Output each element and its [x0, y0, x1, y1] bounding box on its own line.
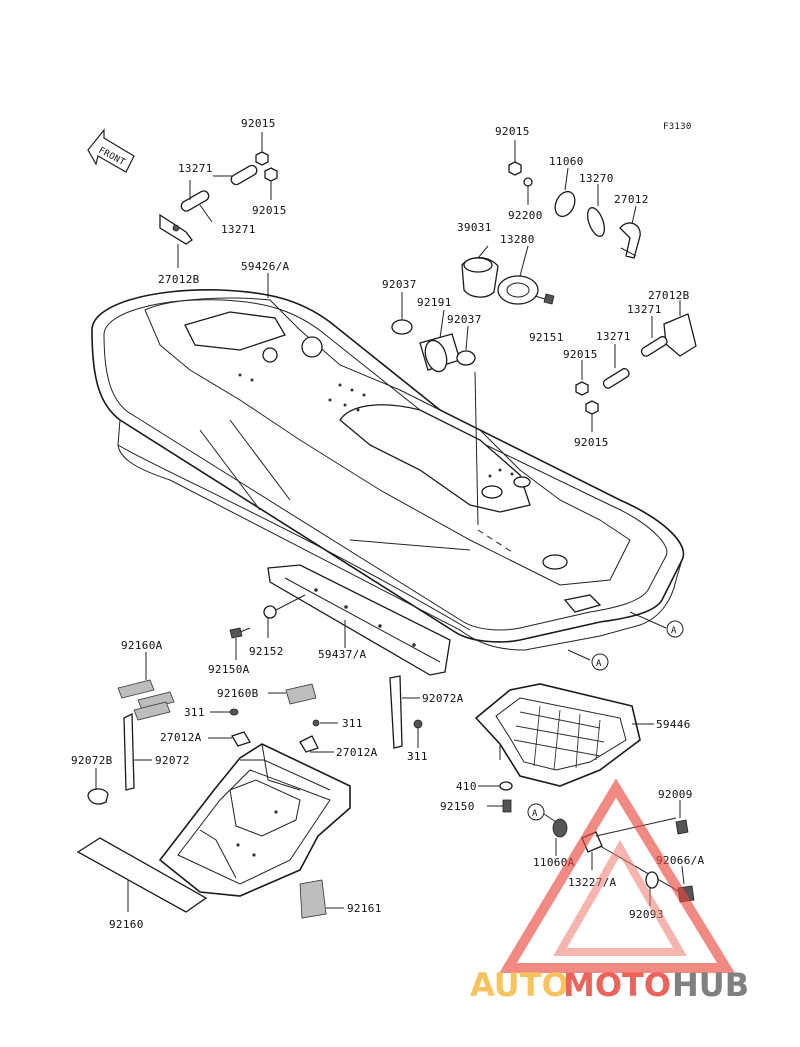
- nut-92015-lower: [264, 167, 278, 182]
- strap-13271-right-b: [602, 368, 630, 389]
- label-92160b: 92160B: [217, 687, 259, 700]
- label-59426a: 59426/A: [241, 260, 290, 273]
- label-410: 410: [456, 780, 477, 793]
- label-39031: 39031: [457, 221, 492, 234]
- watermark-auto: AUTO: [470, 966, 569, 1004]
- label-92160a: 92160A: [121, 639, 163, 652]
- hull-deck-59426a: [91, 289, 685, 651]
- strap-92072: [123, 712, 152, 791]
- ref-a: A: [532, 809, 538, 819]
- watermark-logo-icon: [499, 778, 735, 973]
- label-311: 311: [342, 717, 363, 730]
- decal-92161: [299, 879, 344, 919]
- strap-13271-lower: [180, 190, 210, 212]
- label-92160: 92160: [109, 918, 144, 931]
- intake-grate-59446: [474, 683, 654, 813]
- decal-92160a: [117, 652, 175, 721]
- top-right-parts: [391, 140, 697, 432]
- figure-code: F3130: [663, 122, 692, 132]
- label-13271: 13271: [221, 223, 256, 236]
- ref-a: A: [596, 659, 602, 669]
- label-92200: 92200: [508, 209, 543, 222]
- label-92037: 92037: [447, 313, 482, 326]
- label-27012b: 27012B: [158, 273, 200, 286]
- bracket-27012: [619, 222, 641, 259]
- bracket-27012b-right: [663, 313, 697, 357]
- label-59437a: 59437/A: [318, 648, 367, 661]
- label-92015: 92015: [495, 125, 530, 138]
- label-27012: 27012: [614, 193, 649, 206]
- label-13271: 13271: [178, 162, 213, 175]
- clamp-92037-a: [391, 319, 413, 335]
- plate-13270: [587, 207, 605, 237]
- ref-marker-a-1: A: [629, 611, 684, 638]
- ref-marker-a-2: A: [567, 649, 609, 671]
- label-13280: 13280: [500, 233, 535, 246]
- nut-92015-upper: [255, 151, 269, 166]
- clamp-92037-b: [456, 350, 476, 366]
- label-59446: 59446: [656, 718, 691, 731]
- washer-92200: [523, 177, 533, 187]
- label-92009: 92009: [658, 788, 693, 801]
- label-92161: 92161: [347, 902, 382, 915]
- label-13271: 13271: [627, 303, 662, 316]
- label-92152: 92152: [249, 645, 284, 658]
- label-92151: 92151: [529, 331, 564, 344]
- label-13227a: 13227/A: [568, 876, 617, 889]
- top-left-fastener-group: [159, 132, 278, 268]
- storage-tray: [158, 743, 351, 897]
- label-27012b: 27012B: [648, 289, 690, 302]
- strap-13271-right-a: [640, 336, 668, 357]
- strap-13271-upper: [230, 164, 258, 186]
- label-27012a: 27012A: [336, 746, 378, 759]
- label-92150a: 92150A: [208, 663, 250, 676]
- decal-92160b: [268, 683, 317, 705]
- grommet-11060: [554, 190, 576, 218]
- mat-92160: [76, 837, 208, 913]
- label-92015: 92015: [563, 348, 598, 361]
- front-arrow-icon: FRONT: [87, 128, 135, 173]
- label-13271: 13271: [596, 330, 631, 343]
- label-92015: 92015: [252, 204, 287, 217]
- label-92015: 92015: [574, 436, 609, 449]
- label-92015: 92015: [241, 117, 276, 130]
- automotohub-watermark: AUTO MOTO HUB: [470, 778, 749, 1004]
- label-92191: 92191: [417, 296, 452, 309]
- nut-92015-right-a: [575, 381, 589, 396]
- label-311: 311: [407, 750, 428, 763]
- label-311: 311: [184, 706, 205, 719]
- label-92072: 92072: [155, 754, 190, 767]
- label-27012a: 27012A: [160, 731, 202, 744]
- strap-92072a: [389, 675, 423, 749]
- label-92150: 92150: [440, 800, 475, 813]
- label-11060: 11060: [549, 155, 584, 168]
- nut-92015: [508, 161, 522, 176]
- label-92072a: 92072A: [422, 692, 464, 705]
- watermark-hub: HUB: [672, 966, 749, 1004]
- clip-92072b: [87, 768, 109, 805]
- ref-a: A: [671, 626, 677, 636]
- bracket-27012a: [208, 731, 334, 753]
- rub-rail-59437a: [229, 564, 451, 676]
- label-13270: 13270: [579, 172, 614, 185]
- nut-92015-right-b: [585, 400, 599, 415]
- label-92037: 92037: [382, 278, 417, 291]
- rivet-311-right: [312, 719, 338, 727]
- rivet-311-left: [210, 708, 239, 716]
- label-92072b: 92072B: [71, 754, 113, 767]
- watermark-moto: MOTO: [563, 966, 671, 1004]
